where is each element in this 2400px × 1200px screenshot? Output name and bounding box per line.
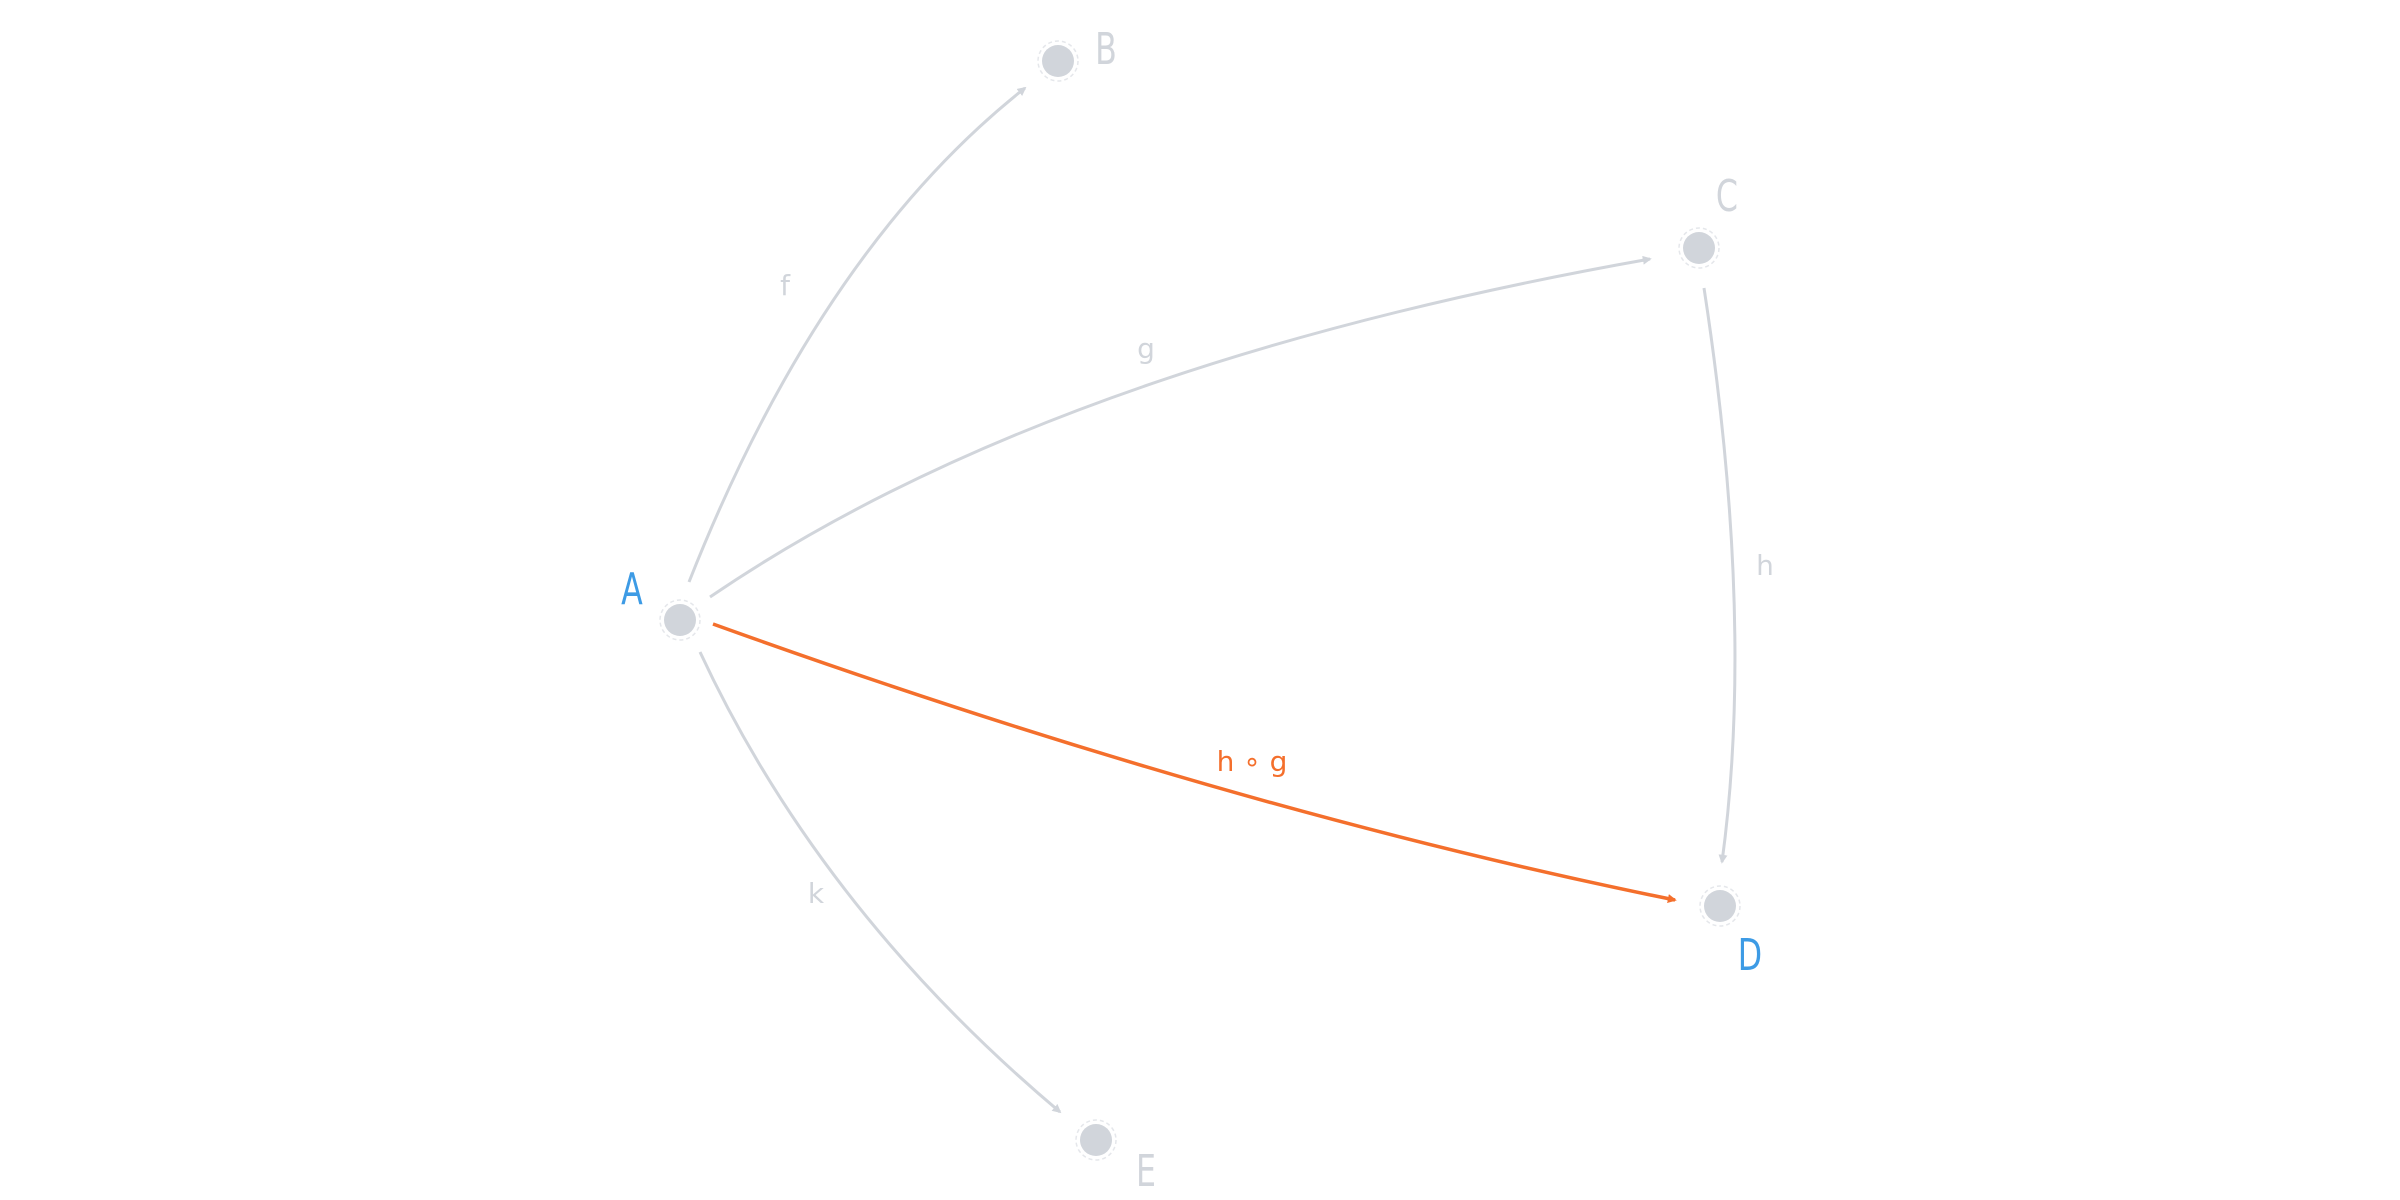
node-label-a: A — [621, 564, 643, 616]
node-d[interactable]: D — [1699, 885, 1762, 982]
edge-f-path — [687, 86, 1027, 583]
node-c[interactable]: C — [1678, 171, 1738, 269]
edge-label-k: k — [808, 877, 825, 910]
node-c-dot[interactable] — [1683, 232, 1715, 264]
edge-h-path — [1702, 287, 1737, 864]
node-a-dot[interactable] — [664, 604, 696, 636]
edge-label-f: f — [780, 269, 791, 302]
edge-label-h: h — [1756, 549, 1774, 582]
edge-a-b: f — [687, 86, 1027, 583]
edge-label-g: g — [1137, 332, 1155, 365]
node-b[interactable]: B — [1037, 24, 1117, 82]
node-label-e: E — [1136, 1146, 1156, 1198]
edge-a-d-composite: h ∘ g — [712, 622, 1677, 903]
edge-a-c: g — [709, 255, 1652, 599]
node-label-c: C — [1716, 171, 1738, 223]
edge-a-e: k — [698, 651, 1062, 1114]
node-e[interactable]: E — [1075, 1119, 1156, 1198]
node-b-dot[interactable] — [1042, 45, 1074, 77]
edge-c-d: h — [1702, 287, 1774, 864]
edge-hog-path — [712, 622, 1677, 903]
edge-g-path — [709, 255, 1652, 599]
node-a[interactable]: A — [621, 564, 701, 641]
edge-k-path — [698, 651, 1062, 1114]
node-d-dot[interactable] — [1704, 890, 1736, 922]
node-e-dot[interactable] — [1080, 1124, 1112, 1156]
node-label-d: D — [1738, 930, 1762, 982]
node-label-b: B — [1095, 24, 1117, 76]
edge-label-hog: h ∘ g — [1217, 745, 1288, 778]
